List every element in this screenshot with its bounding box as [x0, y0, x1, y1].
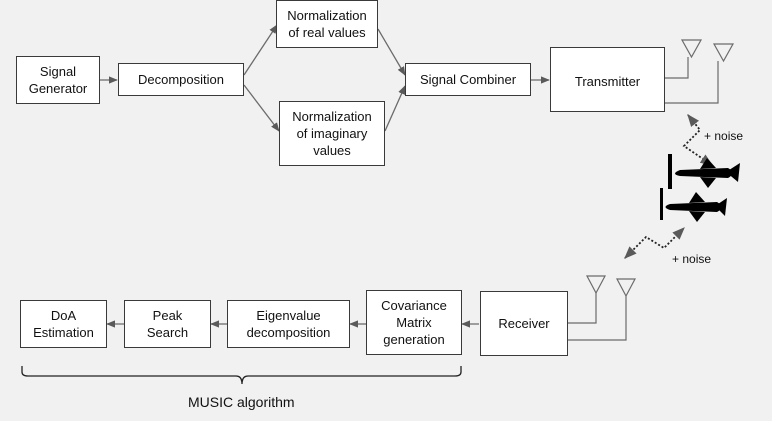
- decomposition-block: Decomposition: [118, 63, 244, 96]
- aircraft-icon: [660, 188, 727, 222]
- noise-label-bottom: + noise: [672, 252, 712, 266]
- eigenvalue-decomposition-block: Eigenvalue decomposition: [227, 300, 350, 348]
- music-algorithm-label: MUSIC algorithm: [188, 394, 295, 410]
- arrow-decomposition-to-norm-real: [243, 24, 278, 76]
- receiver-block: Receiver: [480, 291, 568, 356]
- covariance-matrix-block: Covariance Matrix generation: [366, 290, 462, 355]
- arrow-norm-imag-to-combiner: [384, 85, 406, 132]
- music-algorithm-brace: [21, 366, 462, 385]
- noise-label-top: + noise: [704, 129, 744, 143]
- doa-estimation-block: DoA Estimation: [20, 300, 107, 348]
- normalization-imaginary-block: Normalization of imaginary values: [279, 101, 385, 166]
- normalization-real-block: Normalization of real values: [276, 0, 378, 48]
- peak-search-block: Peak Search: [124, 300, 211, 348]
- aircraft-icon: [668, 154, 740, 189]
- signal-generator-block: Signal Generator: [16, 56, 100, 104]
- arrow-norm-real-to-combiner: [377, 28, 406, 76]
- arrow-decomposition-to-norm-imag: [243, 84, 280, 132]
- transmitter-block: Transmitter: [550, 47, 665, 112]
- transmitter-antenna-icon: [665, 39, 735, 104]
- noise-path-top: [682, 114, 714, 166]
- receiver-antenna-icon: [568, 275, 636, 341]
- signal-combiner-block: Signal Combiner: [405, 63, 531, 96]
- noise-path-bottom: [624, 227, 685, 259]
